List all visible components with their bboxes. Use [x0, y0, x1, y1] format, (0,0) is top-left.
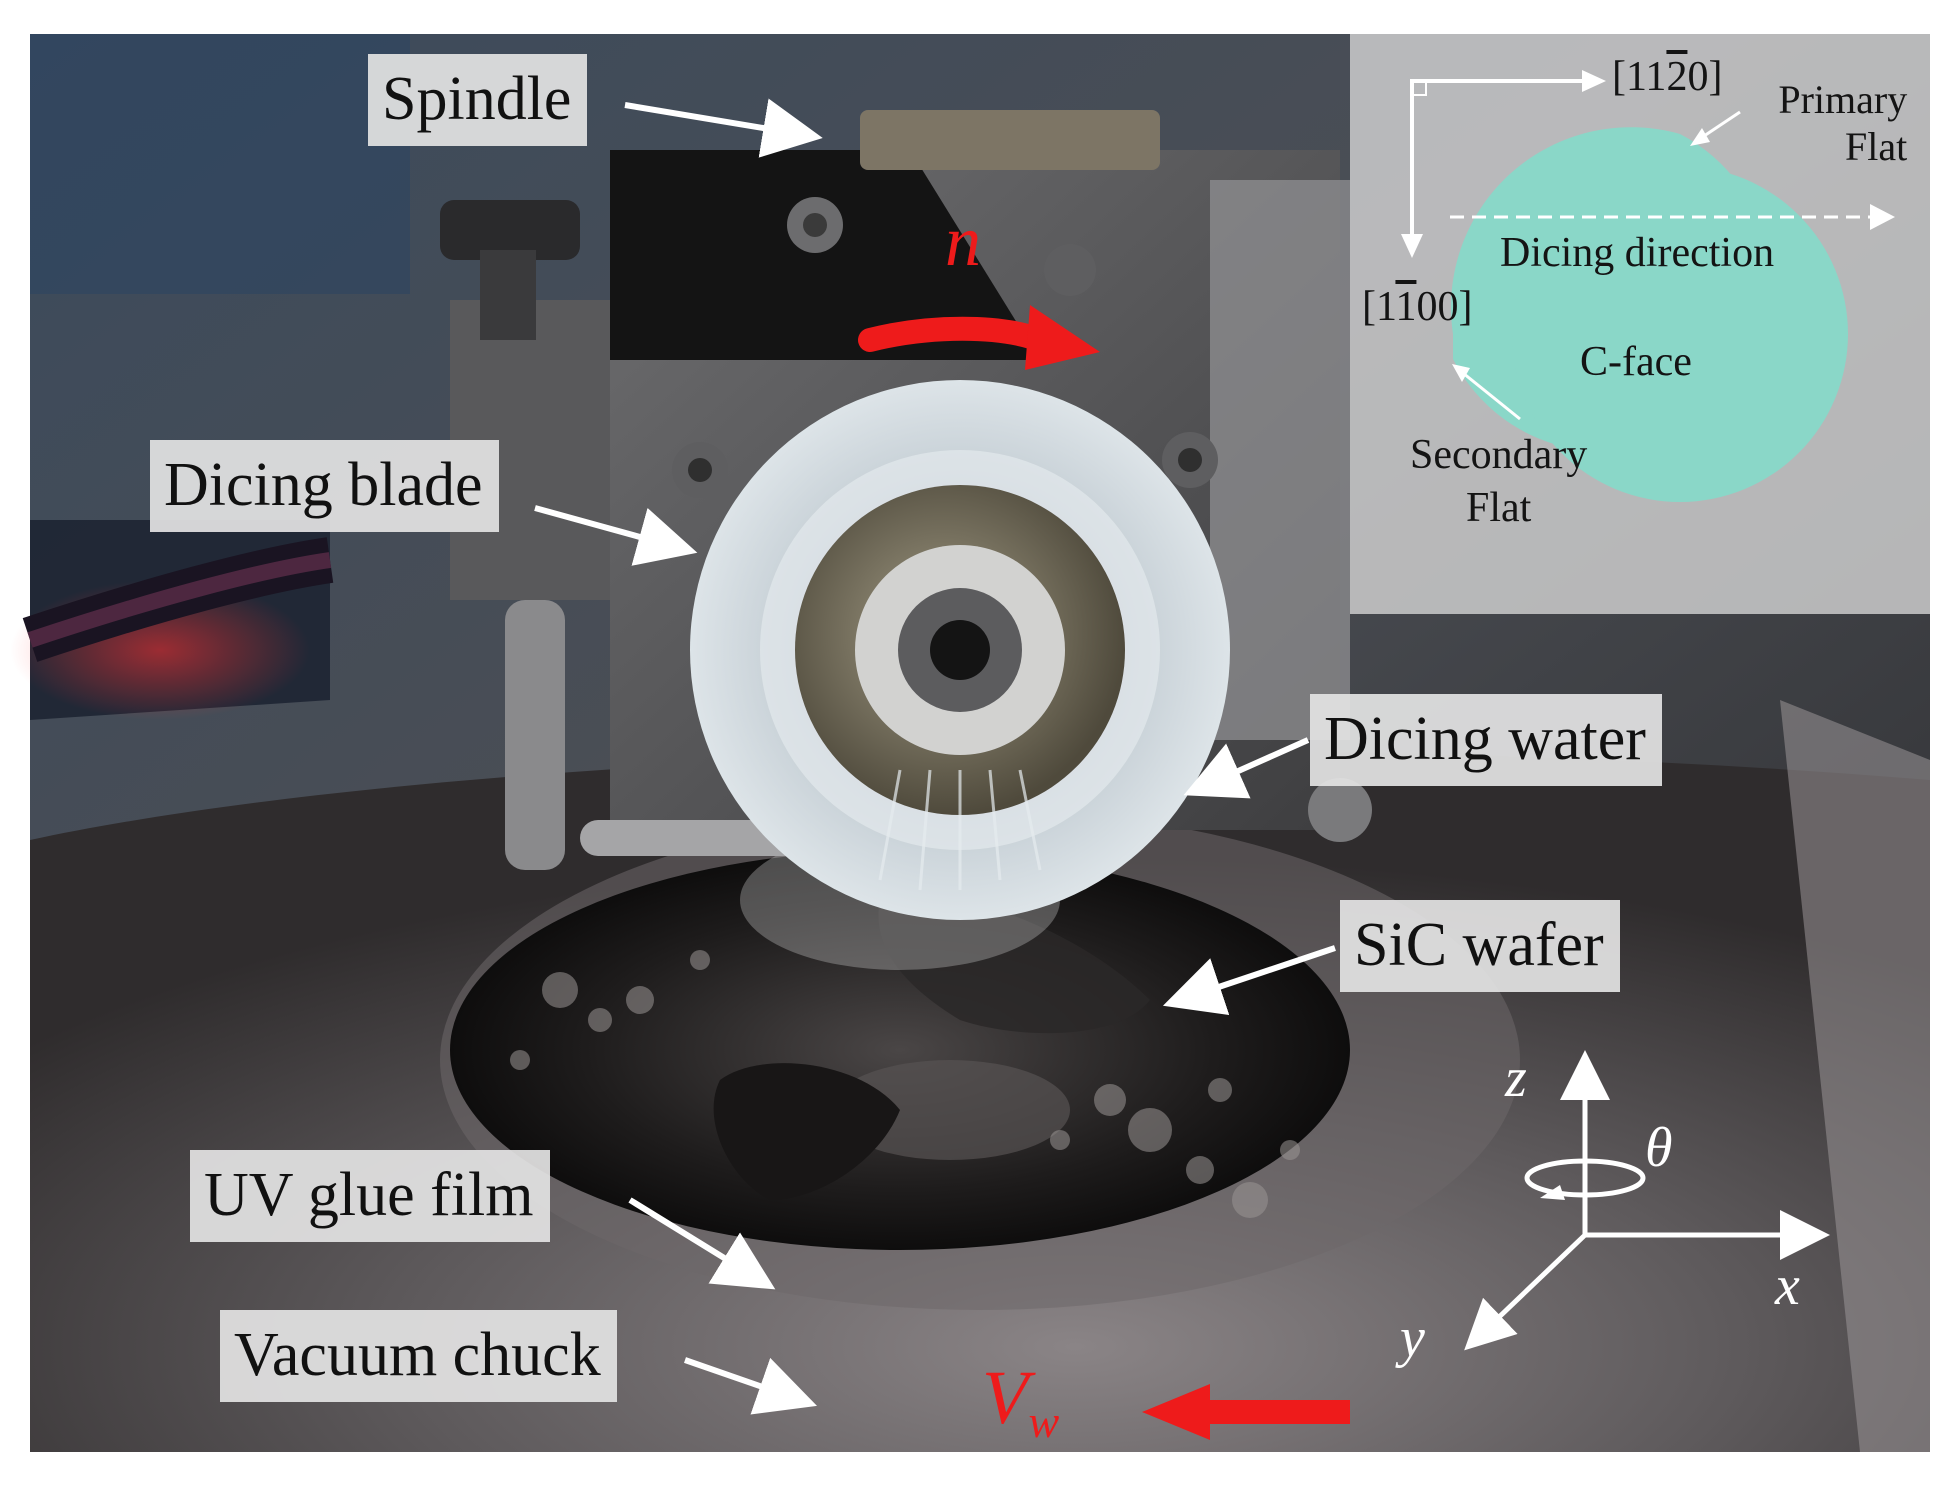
secondary-flat-label: Secondary Flat — [1410, 429, 1587, 534]
primary-flat-label-line2: Flat — [1845, 124, 1908, 170]
direction-label-1-100: [1100] — [1362, 286, 1472, 328]
orientation-arrow-down — [1401, 234, 1423, 258]
secondary-flat-arrowhead — [1452, 364, 1470, 382]
y-axis-label: y — [1400, 1307, 1425, 1369]
secondary-flat-label-line2: Flat — [1465, 484, 1532, 531]
spindle-label: Spindle — [368, 54, 588, 146]
c-face-label: C-face — [1580, 339, 1692, 385]
rotation-label: n — [945, 201, 981, 281]
direction-label-11-20-prefix: [11 — [1612, 54, 1667, 100]
wafer-orientation-inset: [1120] Primary Flat Dicing direction [11… — [1350, 34, 1930, 614]
dicing-line-arrowhead — [1870, 204, 1895, 230]
primary-flat-label: Primary Flat — [1745, 76, 1907, 170]
direction-label-11-20-suffix: 0] — [1687, 54, 1723, 100]
uv-glue-film-label: UV glue film — [190, 1150, 550, 1242]
direction-label-1-100-prefix: [1 — [1362, 284, 1396, 330]
orientation-arrow-right — [1582, 70, 1606, 92]
dicing-water-label: Dicing water — [1310, 694, 1662, 786]
vacuum-chuck-label: Vacuum chuck — [220, 1310, 617, 1402]
primary-flat-arrowhead — [1690, 128, 1710, 146]
direction-label-11-20: [1120] — [1612, 56, 1722, 98]
direction-label-11-20-overbar: 2 — [1666, 54, 1688, 100]
primary-flat-label-line1: Primary — [1778, 77, 1908, 122]
feed-velocity-symbol: V — [982, 1356, 1029, 1440]
z-axis-label: z — [1505, 1047, 1527, 1109]
wafer-orientation-diagram — [1401, 70, 1895, 502]
feed-velocity-label: Vw — [982, 1360, 1059, 1445]
direction-label-1-100-overbar: 1 — [1395, 284, 1417, 330]
secondary-flat-label-line1: Secondary — [1410, 432, 1588, 478]
wafer-disc — [1450, 127, 1848, 502]
secondary-flat-arrow — [1457, 367, 1521, 421]
feed-velocity-subscript: w — [1028, 1396, 1060, 1447]
direction-label-1-100-suffix: 00] — [1416, 284, 1473, 330]
sic-wafer-label: SiC wafer — [1340, 900, 1620, 992]
right-angle-marker — [1411, 80, 1427, 96]
theta-label: θ — [1645, 1117, 1673, 1179]
x-axis-label: x — [1775, 1255, 1800, 1317]
dicing-direction-label: Dicing direction — [1500, 230, 1775, 276]
dicing-blade-label: Dicing blade — [150, 440, 499, 532]
